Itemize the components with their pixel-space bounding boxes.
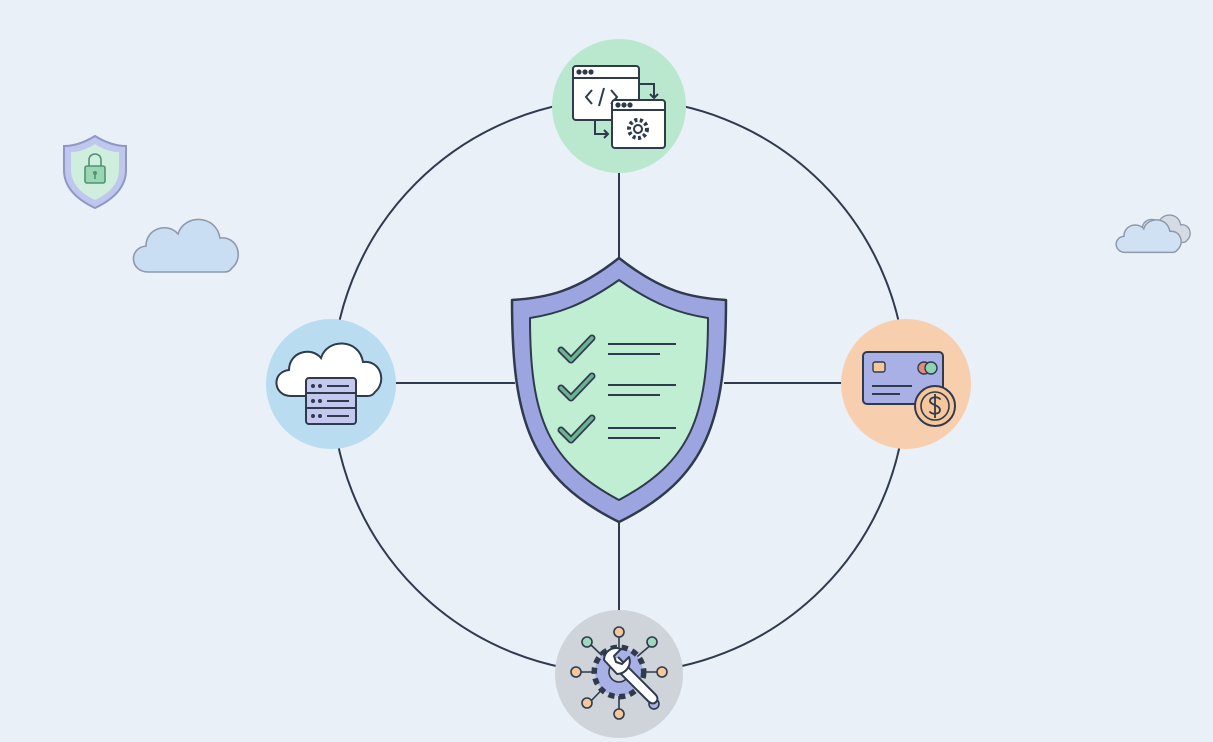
checklist	[557, 334, 676, 444]
cloud-pair-icon	[1115, 214, 1191, 254]
shield-checklist-icon	[510, 256, 728, 524]
cloud-icon	[132, 218, 240, 273]
lock-shield-icon	[63, 134, 127, 210]
gear-network-icon	[570, 626, 668, 720]
payment-card-icon	[862, 351, 956, 427]
code-deploy-node[interactable]	[552, 39, 686, 173]
check-icon	[557, 414, 676, 444]
connector-lines	[394, 170, 844, 612]
payment-card-node[interactable]	[841, 319, 971, 449]
cloud-server-icon	[275, 342, 383, 425]
cloud-server-node[interactable]	[266, 319, 396, 449]
code-deploy-icon	[572, 65, 666, 149]
check-icon	[557, 372, 676, 402]
check-icon	[557, 334, 676, 364]
gear-network-node[interactable]	[555, 610, 683, 738]
